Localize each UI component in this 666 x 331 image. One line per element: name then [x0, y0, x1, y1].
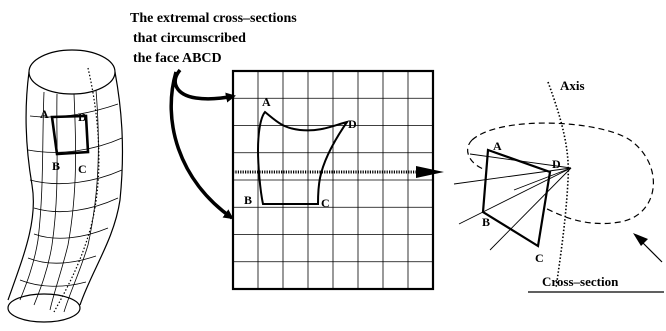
tube-surface	[7, 49, 124, 323]
tube-left-outline	[7, 71, 34, 301]
arrow-caption-to-bottom	[169, 71, 234, 220]
surface-point-labels: A D B C	[40, 107, 87, 176]
grid-cross-section-shape	[256, 110, 350, 205]
surface-face-abcd	[50, 114, 90, 156]
tube-long-line	[19, 91, 45, 301]
tube-long-line	[33, 93, 58, 306]
surface-label-c: C	[78, 162, 87, 176]
caption-line-1: The extremal cross–sections	[130, 11, 297, 26]
tube-top-ellipse	[28, 49, 116, 95]
tube-cross-line	[29, 169, 123, 185]
tube-cross-line	[33, 227, 109, 239]
caption-line-3: the face ABCD	[133, 51, 222, 66]
tube-cross-line	[19, 279, 87, 287]
ray	[489, 167, 572, 251]
tube-cross-line	[29, 103, 119, 118]
section-label-b: B	[482, 215, 490, 229]
section-label-d: D	[552, 157, 561, 171]
tube-long-line	[63, 89, 99, 313]
grid-label-a: A	[262, 95, 271, 109]
cross-section-label: Cross–section	[542, 274, 619, 289]
tube-long-line	[49, 93, 77, 311]
caption: The extremal cross–sections that circums…	[130, 11, 297, 66]
dashed-outline-left	[467, 139, 487, 171]
tube-cross-line	[33, 197, 119, 213]
cross-section-detail: Axis A D B C Cross–section	[453, 78, 664, 293]
arrow-caption-to-top	[173, 68, 236, 103]
section-label-c: C	[535, 251, 544, 265]
ray	[458, 167, 572, 225]
tube-right-outline	[79, 71, 124, 306]
axis-label: Axis	[560, 78, 585, 93]
tube-axis-dotted	[53, 67, 100, 313]
dashed-outline	[471, 122, 654, 225]
tube-bottom-ellipse	[7, 293, 81, 323]
grid-label-c: C	[321, 196, 330, 210]
tube-cross-line	[27, 137, 123, 153]
section-label-a: A	[493, 139, 502, 153]
caption-line-2: that circumscribed	[133, 31, 246, 46]
section-face-abcd	[481, 148, 552, 248]
surface-label-d: D	[78, 110, 87, 124]
ray	[453, 167, 572, 185]
surface-label-a: A	[40, 107, 49, 121]
grid-panel: A D B C	[231, 69, 444, 291]
ray	[513, 167, 572, 191]
pointer-arrowhead	[633, 233, 648, 246]
tube-cross-line	[27, 255, 97, 264]
surface-label-b: B	[52, 159, 60, 173]
grid-label-b: B	[244, 193, 252, 207]
grid-axis-arrowhead	[416, 166, 444, 178]
axis-dotted-curve	[547, 81, 570, 289]
grid-label-d: D	[348, 117, 357, 131]
